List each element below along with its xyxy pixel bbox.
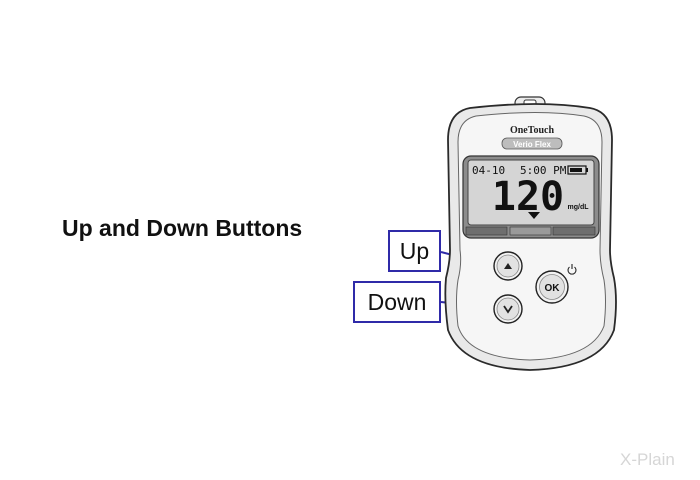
brand-label: OneTouch [510, 125, 555, 136]
watermark-text: X-Plain [620, 450, 675, 469]
range-bar-target [510, 227, 551, 235]
ok-label: OK [545, 283, 561, 294]
callout-down-label: Down [353, 281, 441, 323]
callout-up-label: Up [388, 230, 441, 272]
range-bar-high [553, 227, 595, 235]
display-reading: 120 [492, 174, 564, 220]
model-label: Verio Flex [513, 140, 551, 149]
display-unit: mg/dL [568, 204, 590, 211]
xplain-watermark-logo: X-Plain [620, 450, 700, 480]
range-bar-low [466, 227, 507, 235]
